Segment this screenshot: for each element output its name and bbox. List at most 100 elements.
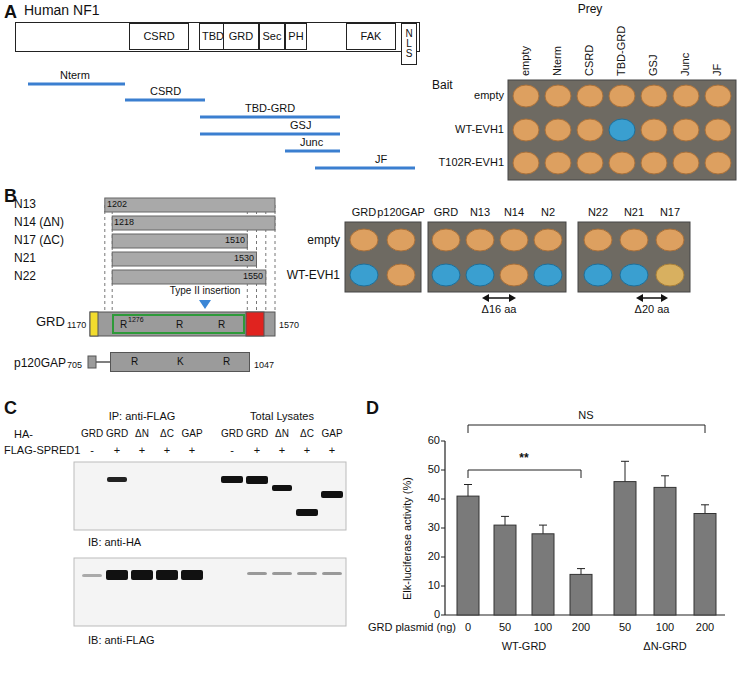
yeast-colony	[705, 119, 731, 141]
figure-label: TBD-GRD	[615, 26, 628, 76]
yeast-colony	[641, 119, 667, 141]
fragment-bar	[112, 252, 256, 266]
error-cap	[621, 461, 629, 462]
grd-red-segment	[246, 312, 264, 336]
blot-band	[272, 572, 292, 575]
dashed-guide	[104, 205, 105, 312]
domain-label: CSRD	[143, 30, 174, 42]
blot-band	[156, 570, 178, 580]
figure-label: Nterm	[60, 69, 90, 82]
axis-tick	[441, 441, 445, 442]
yeast-colony	[545, 85, 571, 107]
data-bar	[654, 487, 676, 615]
residue-label: R	[223, 356, 230, 368]
figure-label: CSRD	[150, 85, 181, 98]
figure-label: CSRD	[583, 45, 596, 76]
figure-label: GSJ	[647, 55, 660, 76]
blot-band	[131, 570, 153, 580]
figure-label: WT-EVH1	[287, 268, 340, 282]
figure-label: JF	[711, 64, 724, 76]
residue-label: R	[120, 319, 127, 331]
error-cap	[577, 568, 585, 569]
arrow-head	[636, 294, 643, 302]
yeast-colony	[513, 119, 539, 141]
yeast-colony	[656, 264, 684, 286]
arrow-head	[661, 294, 668, 302]
figure-label: +	[254, 444, 260, 457]
residue-label: K	[177, 356, 184, 368]
figure-label: N21	[624, 206, 644, 219]
figure-label: 1218	[114, 217, 134, 228]
figure-label: ΔC	[300, 428, 314, 440]
yeast-colony	[432, 229, 460, 251]
grd-bar	[90, 312, 275, 336]
figure-label: Total Lysates	[250, 410, 314, 423]
axis-tick	[441, 499, 445, 500]
panel-letter: C	[4, 398, 17, 420]
yeast-colony	[705, 152, 731, 174]
figure-label: +	[139, 444, 145, 457]
axis-tick	[441, 528, 445, 529]
figure-label: Type II insertion	[170, 285, 241, 297]
figure-label: N2	[541, 206, 555, 219]
figure-label: GRD	[434, 206, 458, 219]
yeast-plate	[428, 222, 566, 292]
blot-band	[246, 476, 268, 484]
figure-label: GRD	[221, 428, 243, 440]
yeast-colony	[500, 229, 528, 251]
figure-label: ΔN	[275, 428, 289, 440]
arrow-head	[509, 294, 516, 302]
figure-label: 1510	[225, 235, 245, 246]
significance-bracket	[468, 470, 581, 478]
gap-small-box	[88, 356, 96, 368]
double-arrow	[487, 297, 511, 299]
yeast-colony	[620, 229, 648, 251]
figure-label: N13	[470, 206, 490, 219]
blot-band	[107, 477, 127, 482]
figure-label: FLAG-SPRED1	[4, 444, 80, 457]
figure-label: empty	[474, 89, 504, 102]
axis-tick	[441, 586, 445, 587]
figure-label: IB: anti-HA	[88, 536, 141, 549]
yeast-colony	[673, 119, 699, 141]
panel-letter: D	[366, 398, 379, 420]
figure-label: ΔC	[160, 428, 174, 440]
figure-label: N13	[14, 197, 36, 211]
figure-label: 200	[572, 621, 590, 634]
figure-label: +	[164, 444, 170, 457]
figure-label: +	[304, 444, 310, 457]
figure-label: 0	[465, 621, 471, 634]
figure-label: 1570	[279, 320, 299, 331]
yeast-colony	[641, 85, 667, 107]
figure-label: Prey	[578, 2, 603, 16]
data-bar	[457, 496, 479, 615]
residue-label: 1276	[128, 316, 144, 324]
yeast-colony	[656, 229, 684, 251]
figure-label: 100	[656, 621, 674, 634]
yeast-colony	[534, 264, 562, 286]
yeast-colony	[609, 85, 635, 107]
yeast-colony	[577, 152, 603, 174]
figure-label: 20	[428, 550, 440, 563]
residue-label: R	[218, 319, 225, 331]
figure-label: Junc	[679, 53, 692, 76]
blot-band	[322, 572, 342, 575]
yeast-colony	[577, 85, 603, 107]
data-bar	[494, 525, 516, 615]
yeast-colony	[577, 119, 603, 141]
blot-panel	[74, 462, 346, 530]
figure-label: Δ20 aa	[635, 303, 670, 316]
figure-label: WT-GRD	[502, 640, 547, 653]
blot-band	[321, 491, 343, 498]
yeast-colony	[466, 264, 494, 286]
figure-label: GRD	[36, 314, 65, 330]
figure-label: IB: anti-FLAG	[88, 634, 155, 647]
residue-label: R	[131, 356, 138, 368]
yeast-colony	[545, 119, 571, 141]
yeast-colony	[350, 264, 378, 286]
domain-region-box: RKR	[110, 352, 250, 372]
figure-label: T102R-EVH1	[439, 156, 504, 169]
blot-band	[221, 476, 243, 483]
figure-label: ΔN	[135, 428, 149, 440]
